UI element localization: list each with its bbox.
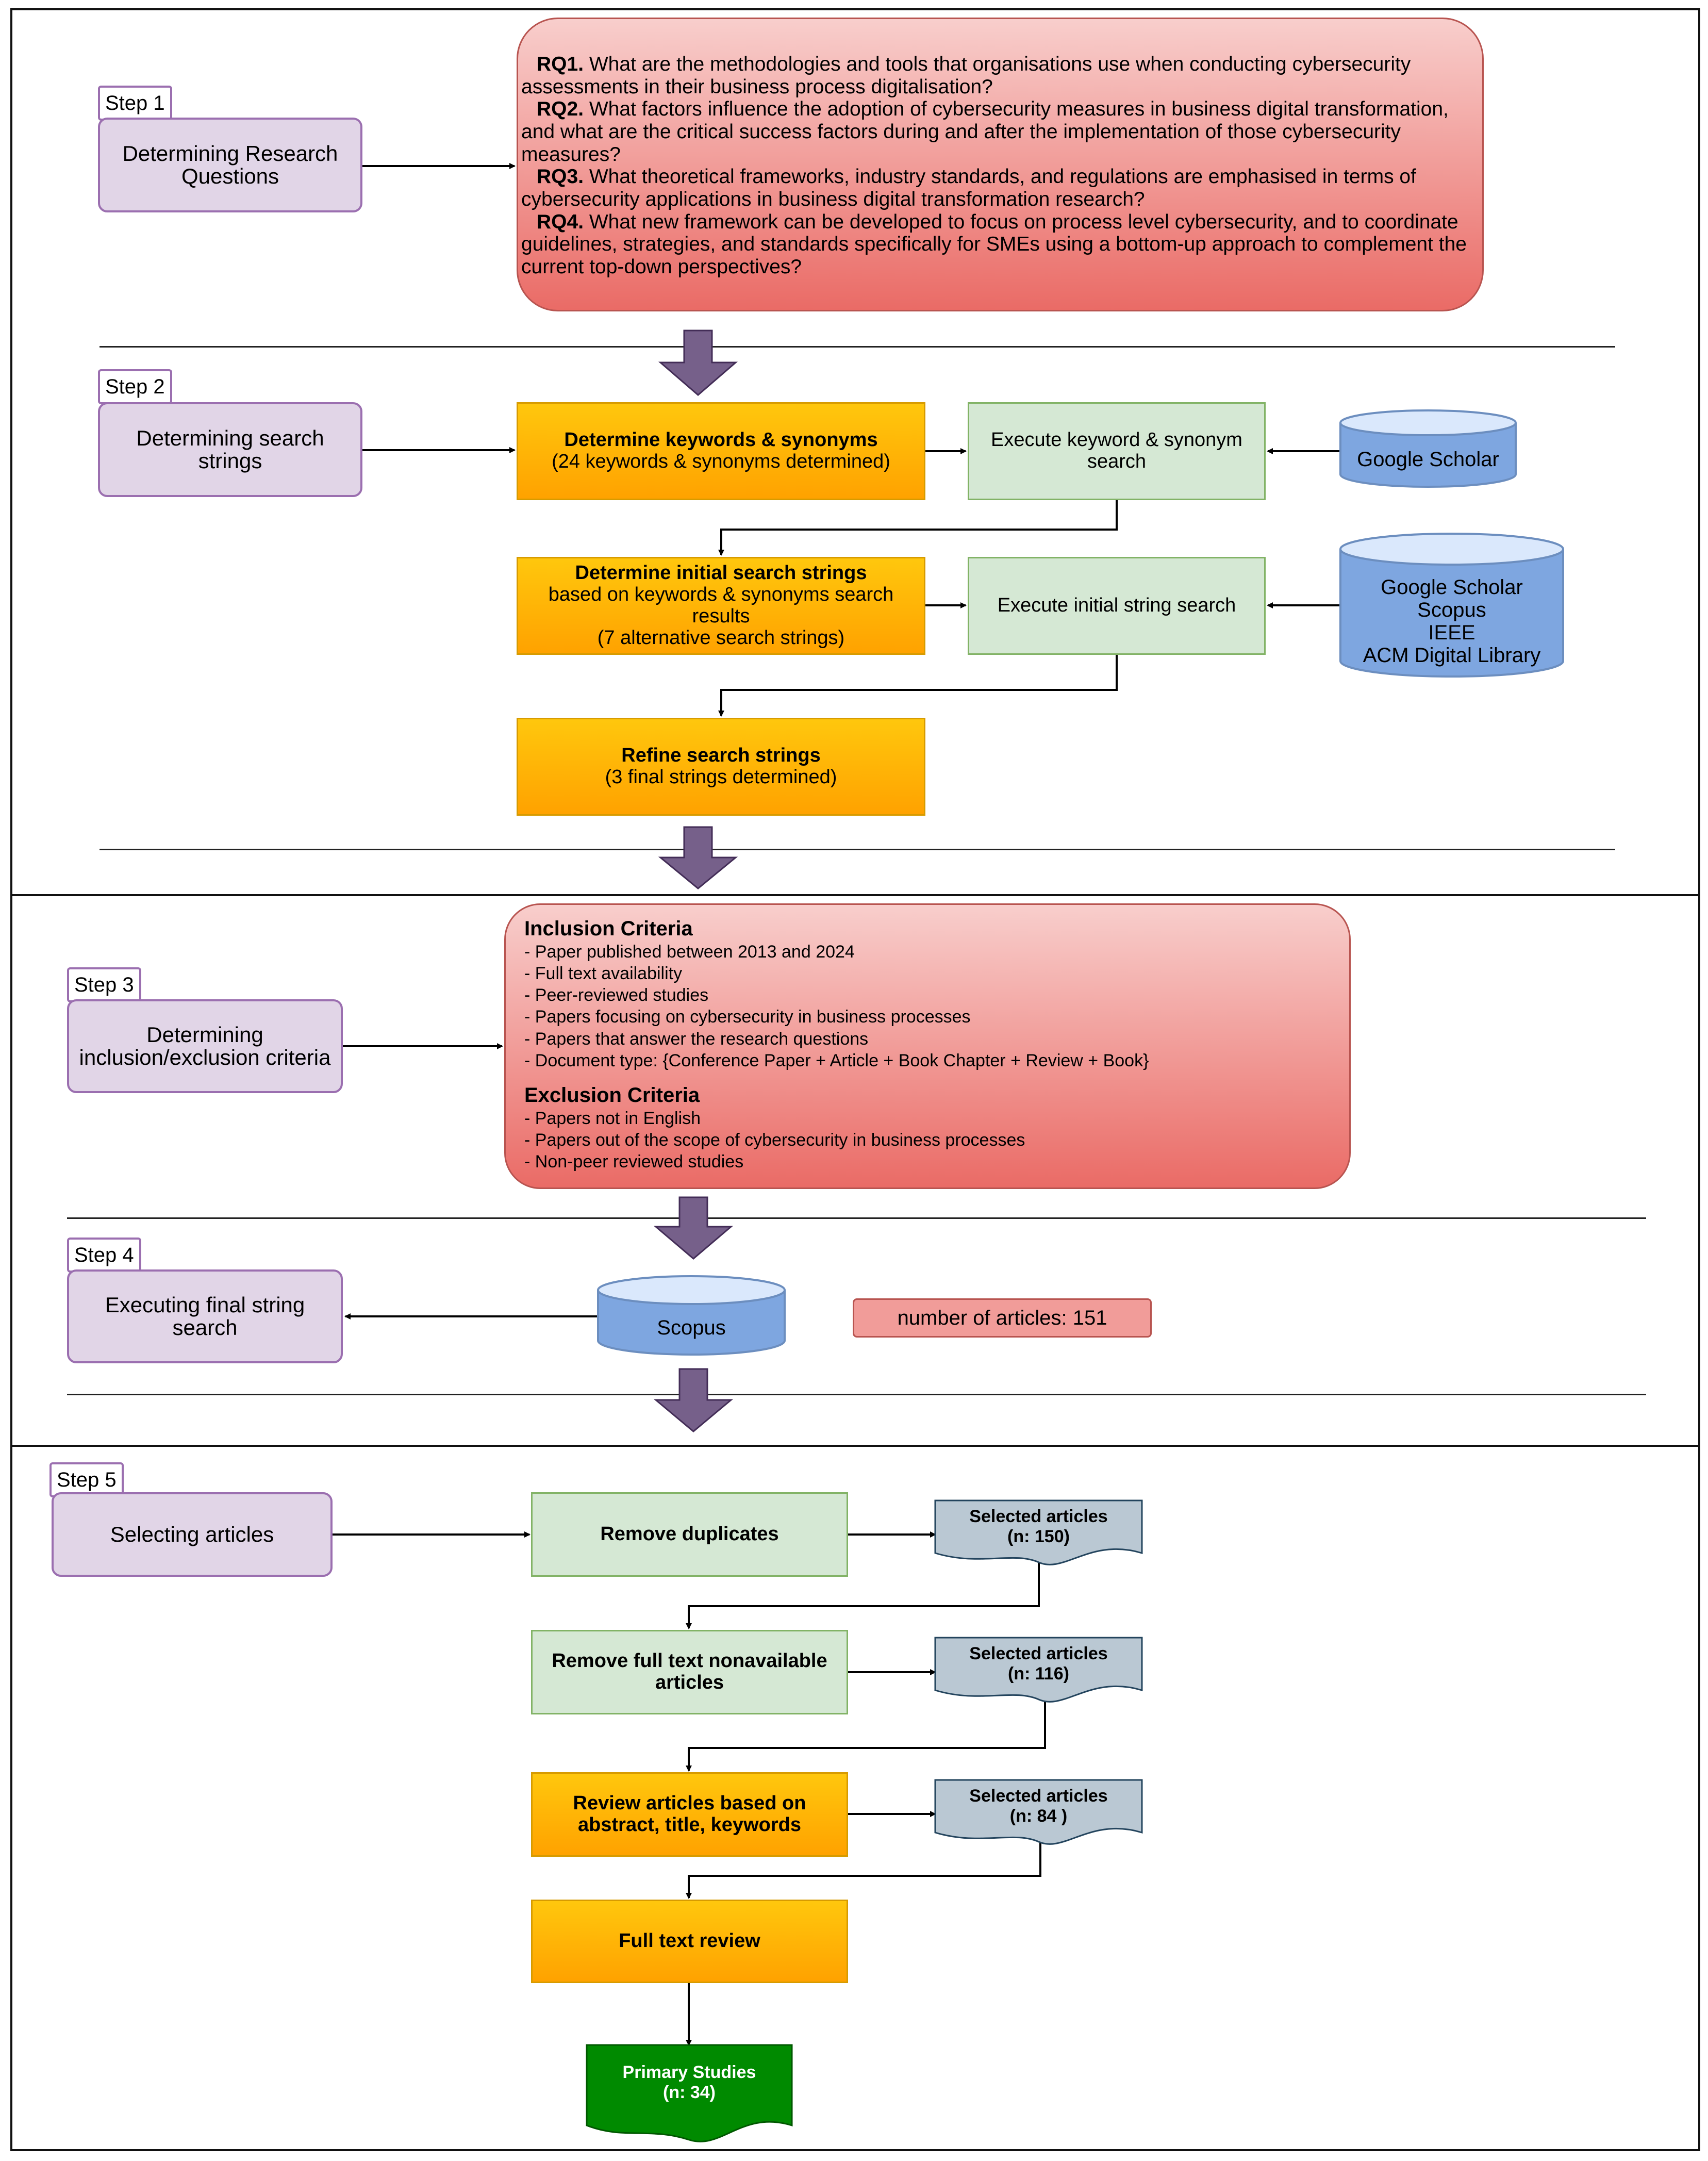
selected-articles-2: Selected articles (n: 116)	[935, 1638, 1142, 1684]
separator-4	[67, 1394, 1646, 1395]
connector-d3-p4	[686, 1843, 1041, 1899]
scopus-label: Scopus	[657, 1316, 726, 1339]
connector-to-initial	[718, 500, 1118, 556]
selected-articles-1: Selected articles (n: 150)	[935, 1500, 1142, 1547]
criteria-box: Inclusion Criteria - Paper published bet…	[504, 903, 1351, 1189]
selected-articles-doc-3	[934, 1779, 1143, 1845]
database-scopus	[597, 1275, 786, 1356]
step-3-box: Determining inclusion/exclusion criteria	[67, 999, 343, 1093]
selected-articles-2-n: (n: 116)	[1007, 1664, 1070, 1684]
rq4-label: RQ4.	[537, 210, 584, 233]
down-arrow-1	[658, 329, 738, 396]
selected-articles-doc-2	[934, 1637, 1143, 1703]
exclusion-item-2: - Papers out of the scope of cybersecuri…	[524, 1130, 1025, 1150]
determine-keywords-sub: (24 keywords & synonyms determined)	[552, 451, 890, 472]
step-2-box: Determining search strings	[98, 402, 362, 497]
inclusion-item-1: - Paper published between 2013 and 2024	[524, 942, 855, 962]
determine-keywords-box: Determine keywords & synonyms (24 keywor…	[517, 402, 925, 500]
rq4-text: What new framework can be developed to f…	[521, 210, 1467, 278]
execute-keyword-search-box: Execute keyword & synonym search	[968, 402, 1266, 500]
rq1-label: RQ1.	[537, 53, 584, 75]
inclusion-item-5: - Papers that answer the research questi…	[524, 1029, 869, 1049]
step-4-tag: Step 4	[67, 1238, 141, 1273]
step-1-box: Determining Research Questions	[98, 118, 362, 212]
selected-articles-doc-1	[934, 1499, 1143, 1565]
selected-articles-3: Selected articles (n: 84 )	[935, 1780, 1142, 1826]
selected-articles-1-title: Selected articles	[969, 1507, 1108, 1526]
down-arrow-3	[653, 1196, 734, 1260]
separator-2	[100, 849, 1615, 850]
review-abstract-box: Review articles based on abstract, title…	[531, 1772, 848, 1857]
exclusion-item-3: - Non-peer reviewed studies	[524, 1152, 744, 1172]
remove-nonavailable-box: Remove full text nonavailable articles	[531, 1630, 848, 1714]
determine-initial-strings-line2: (7 alternative search strings)	[597, 626, 845, 649]
inclusion-title: Inclusion Criteria	[524, 917, 693, 940]
inclusion-item-3: - Peer-reviewed studies	[524, 985, 709, 1005]
connector-d1-p2	[686, 1562, 1040, 1629]
database-list-item-3: IEEE	[1428, 621, 1475, 644]
determine-initial-strings-title: Determine initial search strings	[575, 562, 867, 584]
step-2-tag: Step 2	[98, 369, 172, 404]
selected-articles-3-n: (n: 84 )	[1009, 1806, 1068, 1826]
rq3-text: What theoretical frameworks, industry st…	[521, 166, 1416, 211]
remove-duplicates-box: Remove duplicates	[531, 1492, 848, 1577]
inclusion-item-6: - Document type: {Conference Paper + Art…	[524, 1050, 1149, 1070]
database-four-libraries	[1339, 533, 1564, 678]
step-1-tag: Step 1	[98, 86, 172, 121]
inclusion-item-2: - Full text availability	[524, 964, 683, 984]
database-list-item-4: ACM Digital Library	[1363, 644, 1541, 667]
database-list-item-1: Google Scholar	[1381, 576, 1523, 599]
exclusion-item-1: - Papers not in English	[524, 1108, 701, 1128]
connector-to-refine	[718, 655, 1118, 717]
database-list-item-2: Scopus	[1417, 599, 1486, 621]
step-4-box: Executing final string search	[67, 1269, 343, 1363]
step-5-tag: Step 5	[49, 1462, 124, 1497]
step-3-tag: Step 3	[67, 967, 141, 1002]
selected-articles-3-title: Selected articles	[969, 1786, 1108, 1806]
determine-initial-strings-line1: based on keywords & synonyms search resu…	[548, 584, 894, 627]
primary-studies-title: Primary Studies	[622, 2063, 756, 2082]
rq2-text: What factors influence the adoption of c…	[521, 98, 1449, 166]
number-of-articles-badge: number of articles: 151	[853, 1298, 1152, 1338]
full-text-review-box: Full text review	[531, 1900, 848, 1983]
primary-studies: Primary Studies (n: 34)	[587, 2056, 792, 2103]
google-scholar-label: Google Scholar	[1357, 448, 1499, 471]
rq1-text: What are the methodologies and tools tha…	[521, 53, 1411, 98]
panel-step-5	[10, 1445, 1700, 2151]
determine-initial-strings-box: Determine initial search strings based o…	[517, 557, 925, 655]
rq2-label: RQ2.	[537, 98, 584, 121]
refine-strings-sub: (3 final strings determined)	[605, 766, 837, 788]
exclusion-title: Exclusion Criteria	[524, 1083, 700, 1107]
connector-d2-p3	[686, 1700, 1046, 1772]
refine-strings-box: Refine search strings (3 final strings d…	[517, 718, 925, 816]
determine-keywords-title: Determine keywords & synonyms	[564, 429, 878, 451]
separator-3	[67, 1217, 1646, 1219]
inclusion-item-4: - Papers focusing on cybersecurity in bu…	[524, 1007, 971, 1027]
refine-strings-title: Refine search strings	[621, 745, 821, 767]
selected-articles-1-n: (n: 150)	[1007, 1527, 1070, 1547]
primary-studies-doc	[586, 2044, 793, 2142]
primary-studies-n: (n: 34)	[663, 2083, 716, 2103]
database-google-scholar	[1339, 409, 1517, 488]
research-questions-box: RQ1. What are the methodologies and tool…	[517, 18, 1484, 311]
selected-articles-2-title: Selected articles	[969, 1644, 1108, 1663]
database-list: Google Scholar Scopus IEEE ACM Digital L…	[1340, 567, 1563, 675]
separator-1	[100, 346, 1615, 348]
execute-initial-search-box: Execute initial string search	[968, 557, 1266, 655]
down-arrow-2	[658, 826, 738, 889]
rq3-label: RQ3.	[537, 166, 584, 188]
step-5-box: Selecting articles	[52, 1492, 333, 1577]
down-arrow-4	[653, 1368, 734, 1432]
